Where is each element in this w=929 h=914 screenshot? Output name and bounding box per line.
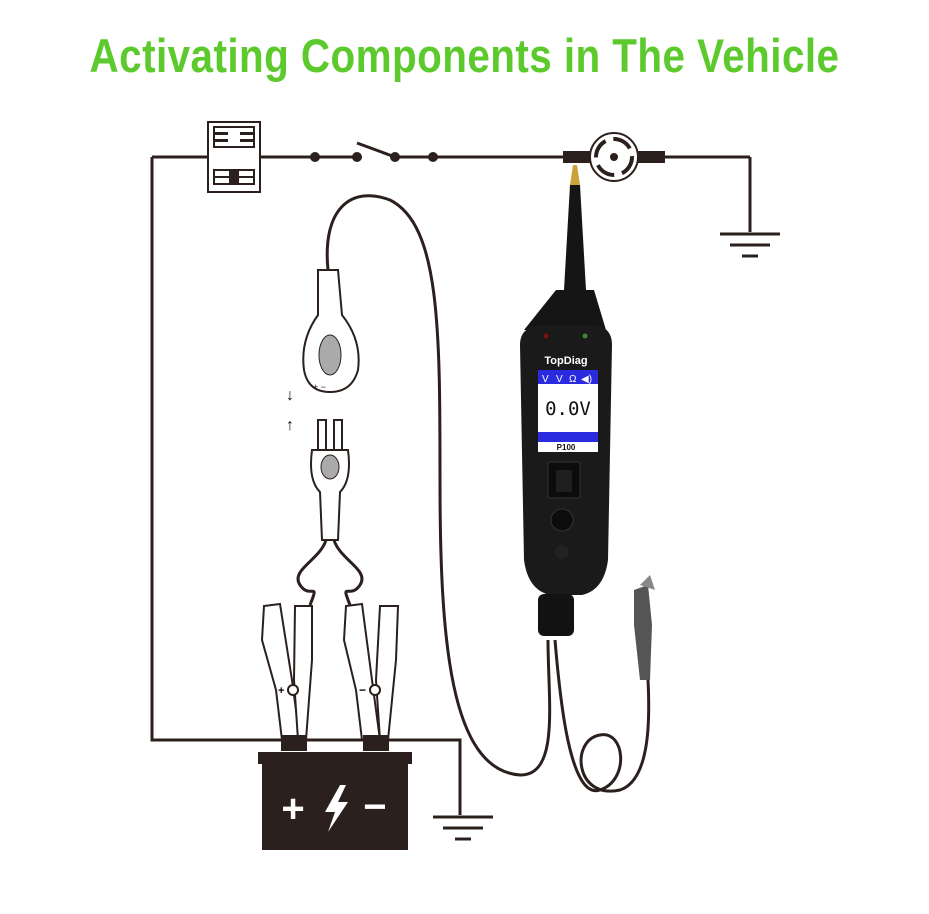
power-button[interactable] <box>550 508 574 532</box>
cable-connector: + − <box>302 269 360 394</box>
page-title: Activating Components in The Vehicle <box>89 29 840 82</box>
plus-symbol: + <box>281 787 304 831</box>
minus-symbol: − <box>363 785 386 829</box>
ground-icon <box>720 232 780 258</box>
svg-text:↑: ↑ <box>286 417 294 434</box>
switch-icon <box>310 141 438 162</box>
load-component-icon <box>563 132 665 182</box>
svg-text:+: + <box>278 685 284 697</box>
circuit-wires <box>150 155 752 815</box>
svg-text:+ −: + − <box>313 382 326 392</box>
voltage-reading: 0.0V <box>545 398 591 420</box>
battery-icon: + − <box>258 735 412 850</box>
svg-text:↓: ↓ <box>286 387 294 404</box>
lightning-icon <box>325 785 348 832</box>
connect-arrows-icon: ↓ ↑ <box>286 387 294 434</box>
speaker-grille-icon <box>555 545 569 559</box>
relay-icon <box>207 121 261 193</box>
ground-icon <box>433 815 493 841</box>
battery-clamp-negative: − <box>342 602 400 741</box>
speaker-icon: ◀) <box>581 374 592 385</box>
ac-voltage-mode-icon: V <box>556 374 563 385</box>
svg-text:−: − <box>359 683 366 697</box>
power-probe-tester: TopDiag V V Ω ◀) 0.0V P100 <box>520 325 612 636</box>
probe-tip <box>524 165 606 330</box>
battery-clamp-positive: + <box>260 602 313 741</box>
resistance-mode-icon: Ω <box>569 374 577 385</box>
voltage-mode-icon: V <box>542 374 549 385</box>
model-label: P100 <box>557 443 576 452</box>
brand-label: TopDiag <box>544 355 587 367</box>
alligator-clip <box>634 575 655 680</box>
clip-cable-connector <box>310 419 350 541</box>
